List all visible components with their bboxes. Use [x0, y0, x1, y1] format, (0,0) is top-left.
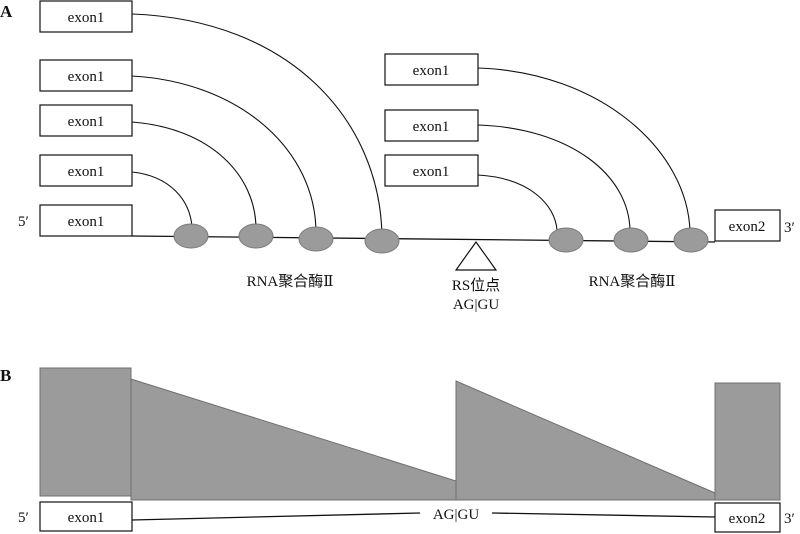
rna-polymerase — [364, 228, 400, 254]
svg-text:exon1: exon1 — [413, 63, 450, 79]
exon1-box: exon1 — [384, 154, 479, 187]
exon1-box-b: exon1 — [39, 501, 133, 532]
exon2-box: exon2 — [714, 209, 781, 242]
intron-coverage-right — [455, 380, 716, 501]
exon1-box: exon1 — [39, 0, 133, 33]
polymerase-label-left: RNA聚合酶Ⅱ — [247, 273, 334, 290]
rna-polymerase — [238, 223, 274, 249]
nascent-rna-arc — [477, 67, 691, 233]
rs-site-triangle-icon — [454, 240, 498, 271]
rna-polymerase — [613, 227, 649, 253]
panel-b-label: B — [0, 366, 11, 385]
intron-coverage-left — [130, 378, 457, 501]
nascent-rna-arc — [131, 13, 383, 237]
svg-text:exon1: exon1 — [413, 119, 450, 135]
rna-polymerase — [173, 223, 209, 249]
nascent-rna-arc — [477, 174, 558, 231]
svg-text:exon1: exon1 — [68, 510, 105, 526]
exon1-coverage-block — [39, 367, 132, 497]
intron-line-left — [131, 512, 421, 521]
nascent-rna-arc — [477, 124, 631, 233]
svg-text:exon2: exon2 — [729, 511, 766, 527]
five-prime-label: 5′ — [18, 214, 29, 230]
svg-text:exon1: exon1 — [68, 214, 105, 230]
three-prime-label-b: 3′ — [784, 511, 795, 527]
three-prime-label: 3′ — [784, 220, 795, 236]
exon1-box-gene: exon1 — [39, 204, 133, 237]
nascent-rna-arc — [131, 121, 257, 230]
rna-polymerase — [298, 226, 334, 252]
svg-text:exon2: exon2 — [729, 219, 766, 235]
svg-text:exon1: exon1 — [68, 69, 105, 85]
rs-site-label: RS位点 — [452, 277, 500, 294]
exon1-box: exon1 — [384, 109, 479, 142]
rs-site-seq: AG|GU — [453, 297, 500, 313]
rna-polymerase — [548, 227, 584, 253]
svg-text:exon1: exon1 — [68, 164, 105, 180]
exon1-box: exon1 — [39, 154, 133, 187]
intron-line-right — [491, 512, 716, 518]
exon1-box: exon1 — [39, 59, 133, 92]
exon2-box-b: exon2 — [714, 502, 781, 533]
polymerase-label-right: RNA聚合酶Ⅱ — [589, 273, 676, 290]
svg-text:exon1: exon1 — [68, 10, 105, 26]
exon1-box: exon1 — [39, 104, 133, 137]
nascent-rna-arc — [131, 75, 317, 234]
exon1-box: exon1 — [384, 53, 479, 86]
svg-text:exon1: exon1 — [68, 114, 105, 130]
rna-polymerase — [673, 227, 709, 253]
five-prime-label-b: 5′ — [18, 510, 29, 526]
panel-a-label: A — [0, 2, 13, 21]
exon2-coverage-block — [714, 382, 781, 501]
svg-text:exon1: exon1 — [413, 164, 450, 180]
nascent-rna-arc — [131, 171, 193, 228]
junction-label: AG|GU — [433, 507, 480, 523]
